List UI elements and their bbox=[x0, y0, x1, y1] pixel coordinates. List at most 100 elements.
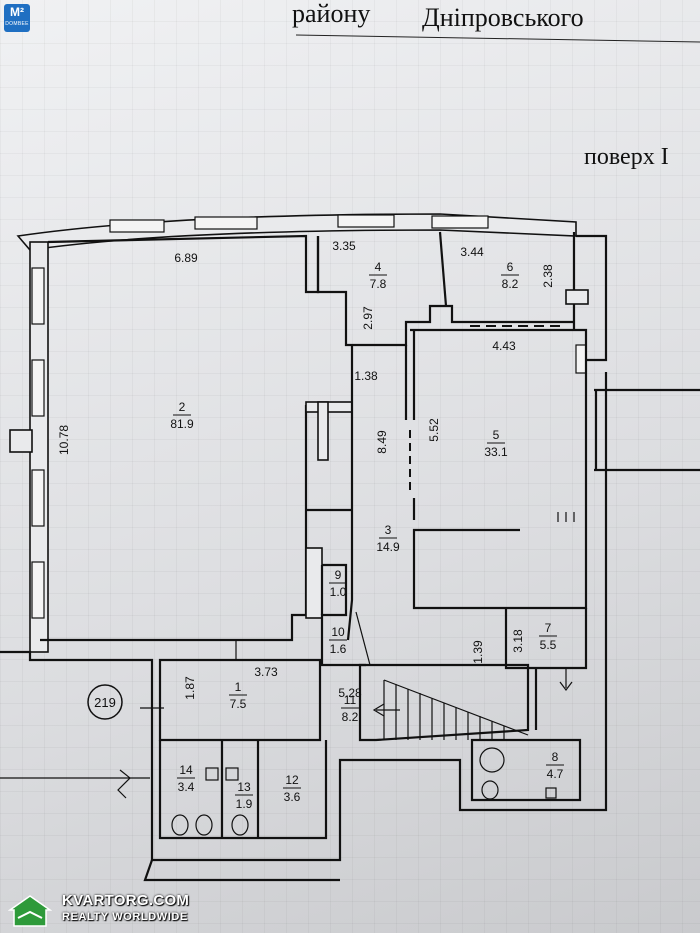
left-wall-pier bbox=[9, 429, 33, 453]
rooms-9-10-walls bbox=[320, 563, 366, 667]
room-14-label: 143.4 bbox=[177, 763, 195, 794]
watermark-brand: KVARTORG.COM bbox=[62, 892, 190, 909]
floor-label: поверх I bbox=[584, 144, 669, 170]
dimension-5-28: 5.28 bbox=[338, 686, 362, 700]
room-10-number: 10 bbox=[331, 625, 345, 639]
dimension-5-52: 5.52 bbox=[427, 418, 441, 442]
room-4-number: 4 bbox=[375, 260, 382, 274]
room-1-label: 17.5 bbox=[229, 680, 247, 711]
room-2-number: 2 bbox=[179, 400, 186, 414]
header-underline bbox=[295, 34, 700, 43]
lower-outer-wall bbox=[0, 372, 608, 862]
room-8-label: 84.7 bbox=[546, 750, 564, 781]
room-4-6-divider bbox=[438, 231, 448, 307]
dimension-1-38: 1.38 bbox=[354, 369, 378, 383]
room-12-number: 12 bbox=[285, 773, 299, 787]
toilet-icons bbox=[171, 814, 249, 836]
room-8-door-swing bbox=[479, 747, 505, 773]
dimension-3-44: 3.44 bbox=[460, 245, 484, 259]
right-exterior-lines bbox=[594, 388, 700, 472]
dimension-6-89: 6.89 bbox=[174, 251, 198, 265]
room-11-number: 11 bbox=[344, 693, 357, 707]
room-4-area: 7.8 bbox=[370, 277, 387, 291]
window-top-1 bbox=[109, 219, 165, 233]
dimension-10-78: 10.78 bbox=[57, 425, 71, 455]
window-top-2 bbox=[194, 216, 258, 230]
room-5-number: 5 bbox=[493, 428, 500, 442]
kvartorg-watermark: KVARTORG.COM REALTY WORLDWIDE bbox=[6, 890, 206, 930]
room-12-label: 123.6 bbox=[283, 773, 301, 804]
facade-wall-top bbox=[16, 213, 577, 251]
room-3-label: 314.9 bbox=[376, 523, 400, 554]
room-8-walls bbox=[470, 738, 582, 802]
window-left-1 bbox=[31, 267, 45, 325]
room-5-walls bbox=[410, 328, 588, 610]
room-5-label: 533.1 bbox=[484, 428, 508, 459]
window-left-4 bbox=[31, 561, 45, 619]
room-10-area: 1.6 bbox=[330, 642, 347, 656]
room-11-area: 8.2 bbox=[342, 710, 359, 724]
room-6-label: 68.2 bbox=[501, 260, 519, 291]
room-4-label: 47.8 bbox=[369, 260, 387, 291]
window-left-2 bbox=[31, 359, 45, 417]
room-6-number: 6 bbox=[507, 260, 514, 274]
dimension-3-35: 3.35 bbox=[332, 239, 356, 253]
room-6-area: 8.2 bbox=[502, 277, 519, 291]
dimension-2-97: 2.97 bbox=[361, 306, 375, 330]
room-7-area: 5.5 bbox=[540, 638, 557, 652]
dimension-3-18: 3.18 bbox=[511, 629, 525, 653]
room-2-bottom-pier bbox=[305, 547, 323, 619]
room-8-number: 8 bbox=[552, 750, 559, 764]
rooms-4-6-bottom-wall bbox=[316, 236, 574, 347]
room-8-area: 4.7 bbox=[547, 767, 564, 781]
room-13-label: 131.9 bbox=[235, 780, 253, 811]
room-3-number: 3 bbox=[385, 523, 392, 537]
room-14-number: 14 bbox=[179, 763, 193, 777]
partition-stub-1 bbox=[305, 401, 353, 413]
room-2-label: 281.9 bbox=[170, 400, 194, 431]
dimension-4-43: 4.43 bbox=[492, 339, 516, 353]
dimension-3-73: 3.73 bbox=[254, 665, 278, 679]
room-9-area: 1.0 bbox=[330, 585, 347, 599]
room-10-label: 101.6 bbox=[329, 625, 347, 656]
dimension-1-87: 1.87 bbox=[183, 676, 197, 700]
room-7-label: 75.5 bbox=[539, 621, 557, 652]
window-top-4 bbox=[431, 215, 489, 229]
m2-logo-mark: M² bbox=[10, 5, 24, 19]
room-1-area: 7.5 bbox=[230, 697, 247, 711]
room-14-area: 3.4 bbox=[178, 780, 195, 794]
room-9-number: 9 bbox=[335, 568, 342, 582]
house-icon bbox=[8, 895, 52, 927]
sink-8 bbox=[545, 787, 557, 799]
room-6-pier bbox=[565, 289, 589, 305]
staircase bbox=[372, 679, 529, 740]
m2-logo: M² DOMBEE bbox=[4, 4, 30, 32]
m2-logo-caption: DOMBEE bbox=[5, 21, 29, 27]
sink-13 bbox=[225, 767, 239, 781]
room-7-arrow-head bbox=[559, 681, 573, 691]
room-10-door-line bbox=[355, 611, 371, 666]
lower-outer-wall-2 bbox=[143, 859, 340, 882]
right-annex-wall bbox=[576, 234, 608, 362]
plot-number-circle bbox=[87, 684, 123, 720]
room-labels: 17.5281.9314.947.8533.168.275.584.791.01… bbox=[170, 260, 564, 811]
watermark-tagline: REALTY WORLDWIDE bbox=[62, 911, 188, 923]
toilet-8 bbox=[481, 780, 499, 800]
room-1-number: 1 bbox=[235, 680, 242, 694]
partition-stub-2 bbox=[317, 401, 329, 461]
sink-14 bbox=[205, 767, 219, 781]
district-name: Дніпровського bbox=[422, 3, 584, 32]
room-3-left-wall bbox=[346, 345, 354, 641]
window-top-3 bbox=[337, 214, 395, 228]
room-2-area: 81.9 bbox=[170, 417, 194, 431]
room-11-label: 118.2 bbox=[341, 693, 359, 724]
dimension-8-49: 8.49 bbox=[375, 430, 389, 454]
dimension-labels: 6.8910.783.352.973.442.384.435.521.388.4… bbox=[57, 239, 555, 700]
room-13-number: 13 bbox=[237, 780, 251, 794]
window-right-1 bbox=[575, 344, 587, 374]
room-7-walls bbox=[504, 608, 588, 670]
plot-number: 219 bbox=[94, 695, 116, 710]
room-5-area: 33.1 bbox=[484, 445, 508, 459]
window-left-3 bbox=[31, 469, 45, 527]
dimension-1-39: 1.39 bbox=[471, 640, 485, 664]
